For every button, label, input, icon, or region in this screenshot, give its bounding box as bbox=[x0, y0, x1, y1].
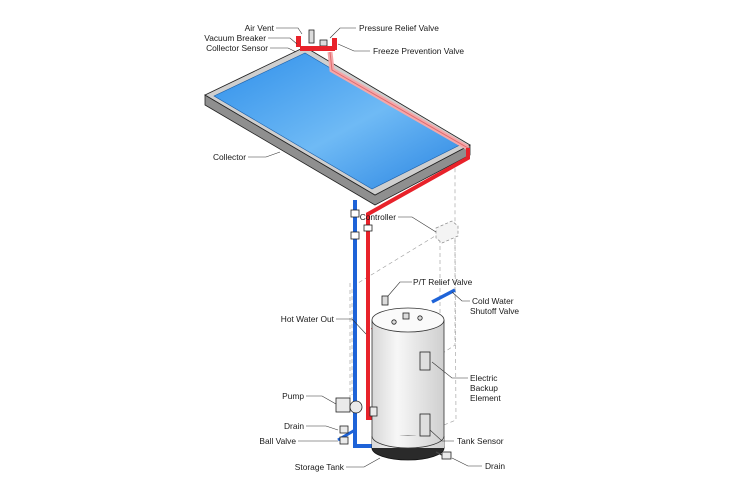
label-ball-valve: Ball Valve bbox=[259, 436, 296, 446]
label-pump: Pump bbox=[282, 391, 304, 401]
label-drain-left: Drain bbox=[284, 421, 304, 431]
label-cold-water: Cold Water bbox=[472, 296, 514, 306]
pump bbox=[335, 397, 363, 414]
label-tank-sensor: Tank Sensor bbox=[457, 436, 504, 446]
ball-valve-assembly bbox=[339, 406, 378, 445]
label-vacuum-breaker: Vacuum Breaker bbox=[204, 33, 266, 43]
label-collector-sensor: Collector Sensor bbox=[206, 43, 268, 53]
leader-lines bbox=[248, 27, 482, 468]
label-hot-water-out: Hot Water Out bbox=[281, 314, 335, 324]
label-controller: Controller bbox=[360, 212, 397, 222]
storage-tank bbox=[371, 295, 445, 461]
label-air-vent: Air Vent bbox=[245, 23, 275, 33]
solar-collector bbox=[204, 46, 471, 206]
tank-drain-valve bbox=[435, 451, 452, 460]
label-freeze-prevention-valve: Freeze Prevention Valve bbox=[373, 46, 464, 56]
label-collector: Collector bbox=[213, 152, 246, 162]
pipe-unions bbox=[350, 209, 373, 240]
label-pt-relief-valve: P/T Relief Valve bbox=[413, 277, 473, 287]
controller-box bbox=[435, 220, 459, 244]
labels: Air Vent Vacuum Breaker Collector Sensor… bbox=[204, 23, 519, 472]
label-drain-right: Drain bbox=[485, 461, 505, 471]
label-storage-tank: Storage Tank bbox=[295, 462, 345, 472]
label-element: Element bbox=[470, 393, 501, 403]
top-fittings bbox=[296, 29, 337, 51]
label-backup: Backup bbox=[470, 383, 498, 393]
label-electric: Electric bbox=[470, 373, 497, 383]
label-shutoff-valve: Shutoff Valve bbox=[470, 306, 519, 316]
label-pressure-relief-valve: Pressure Relief Valve bbox=[359, 23, 439, 33]
